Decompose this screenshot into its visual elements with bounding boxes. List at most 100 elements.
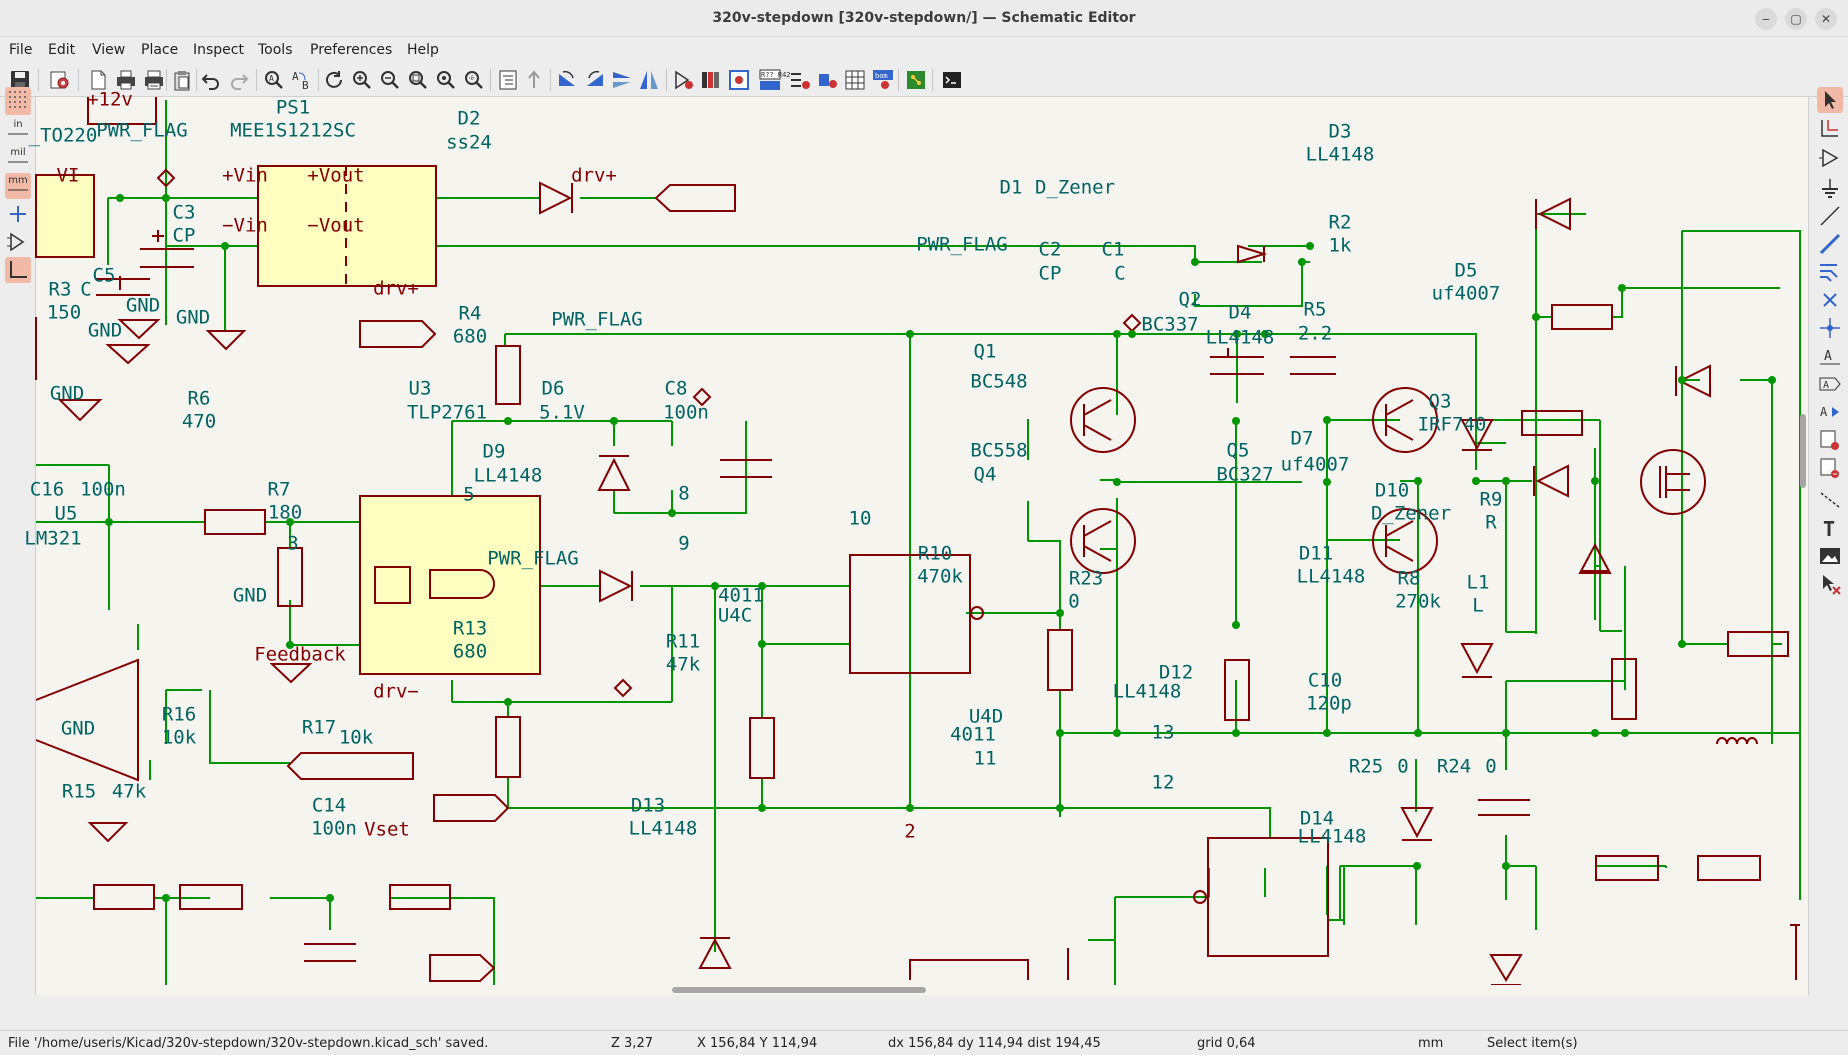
- schematic-label[interactable]: 13: [1152, 722, 1175, 744]
- schematic-label[interactable]: GND: [233, 585, 267, 607]
- schematic-label[interactable]: PWR_FLAG: [551, 309, 643, 331]
- schematic-label[interactable]: 680: [453, 326, 487, 348]
- schematic-label[interactable]: R: [1485, 512, 1497, 534]
- rotate-ccw-icon[interactable]: [555, 68, 579, 92]
- delete-tool-icon[interactable]: [1817, 571, 1843, 597]
- schematic-label[interactable]: R25: [1349, 756, 1383, 778]
- schematic-label[interactable]: LL4148: [474, 465, 543, 487]
- schematic-label[interactable]: drv+: [373, 278, 419, 300]
- schematic-label[interactable]: LL4148: [1297, 566, 1366, 588]
- schematic-label[interactable]: C1: [1102, 239, 1125, 261]
- schematic-label[interactable]: drv−: [373, 681, 419, 703]
- schematic-label[interactable]: R6: [188, 388, 211, 410]
- schematic-label[interactable]: −Vout: [307, 215, 364, 237]
- schematic-label[interactable]: D_Zener: [1035, 177, 1115, 199]
- schematic-label[interactable]: drv+: [571, 165, 617, 187]
- minimize-button[interactable]: ‒: [1755, 8, 1777, 30]
- schematic-label[interactable]: D12: [1159, 662, 1193, 684]
- schematic-label[interactable]: +12v: [87, 89, 133, 111]
- schematic-label[interactable]: 120p: [1306, 693, 1352, 715]
- schematic-label[interactable]: D13: [631, 795, 665, 817]
- schematic-label[interactable]: GND: [50, 383, 84, 405]
- schematic-label[interactable]: 5.1V: [539, 402, 585, 424]
- add-text-icon[interactable]: T: [1817, 515, 1843, 541]
- schematic-label[interactable]: 10k: [339, 727, 374, 749]
- horizontal-scrollbar[interactable]: [36, 985, 1808, 995]
- refresh-icon[interactable]: [322, 68, 346, 92]
- schematic-label[interactable]: +Vin: [222, 165, 268, 187]
- schematic-label[interactable]: LL4148: [629, 818, 698, 840]
- schematic-label[interactable]: R11: [666, 631, 700, 653]
- schematic-label[interactable]: 11: [974, 748, 997, 770]
- schematic-label[interactable]: 4011: [718, 585, 764, 607]
- schematic-label[interactable]: GND: [88, 320, 122, 342]
- schematic-label[interactable]: uf4007: [1281, 454, 1350, 476]
- schematic-label[interactable]: BC548: [970, 371, 1027, 393]
- schematic-label[interactable]: 0: [1485, 756, 1496, 778]
- hierarchy-icon[interactable]: [496, 68, 520, 92]
- schematic-label[interactable]: IRF740: [1418, 414, 1487, 436]
- schematic-label[interactable]: 150: [47, 302, 81, 324]
- no-connect-icon[interactable]: [1817, 287, 1843, 313]
- schematic-label[interactable]: R5: [1304, 299, 1327, 321]
- select-tool-icon[interactable]: [1817, 87, 1843, 113]
- schematic-label[interactable]: R24: [1437, 756, 1471, 778]
- schematic-label[interactable]: R4: [459, 303, 482, 325]
- highlight-net-icon[interactable]: [1817, 115, 1843, 141]
- schematic-label[interactable]: D2: [458, 108, 481, 130]
- schematic-label[interactable]: D9: [483, 441, 506, 463]
- schematic-label[interactable]: D7: [1291, 428, 1314, 450]
- schematic-label[interactable]: 0: [1068, 591, 1079, 613]
- schematic-label[interactable]: 4011: [950, 724, 996, 746]
- navigate-up-icon[interactable]: [522, 68, 546, 92]
- schematic-label[interactable]: U4D: [969, 706, 1003, 728]
- add-global-label-icon[interactable]: A: [1817, 371, 1843, 397]
- horizontal-scroll-thumb[interactable]: [672, 987, 926, 993]
- save-icon[interactable]: [8, 68, 32, 92]
- schematic-label[interactable]: LL4148: [1113, 681, 1182, 703]
- schematic-label[interactable]: LM321: [24, 528, 81, 550]
- paste-icon[interactable]: [170, 68, 194, 92]
- schematic-label[interactable]: D3: [1329, 121, 1352, 143]
- add-image-icon[interactable]: [1817, 543, 1843, 569]
- schematic-label[interactable]: 9: [678, 533, 689, 555]
- schematic-label[interactable]: 470k: [917, 566, 963, 588]
- zoom-in-icon[interactable]: [350, 68, 374, 92]
- zoom-selection-icon[interactable]: [462, 68, 486, 92]
- schematic-label[interactable]: 8: [678, 483, 689, 505]
- add-label-icon[interactable]: A: [1817, 343, 1843, 369]
- zoom-objects-icon[interactable]: [434, 68, 458, 92]
- import-sheet-pin-icon[interactable]: [1817, 455, 1843, 481]
- cursor-shape-icon[interactable]: [5, 201, 31, 227]
- grid-toggle-icon[interactable]: [5, 87, 31, 115]
- rotate-cw-icon[interactable]: [583, 68, 607, 92]
- hidden-pins-icon[interactable]: [5, 229, 31, 255]
- schematic-label[interactable]: C14: [312, 795, 346, 817]
- schematic-label[interactable]: C10: [1308, 670, 1342, 692]
- schematic-label[interactable]: R2: [1329, 212, 1352, 234]
- schematic-label[interactable]: GND: [61, 718, 95, 740]
- schematic-label[interactable]: C2: [1039, 239, 1062, 261]
- schematic-label[interactable]: L: [1472, 595, 1483, 617]
- schematic-label[interactable]: C16: [30, 479, 64, 501]
- schematic-label[interactable]: +Vout: [307, 165, 364, 187]
- schematic-drawing[interactable]: +12vPWR_FLAGPS1MEE1S1212SCD2ss24drv+_TO2…: [24, 89, 1808, 995]
- menu-inspect[interactable]: Inspect: [193, 42, 244, 58]
- schematic-label[interactable]: R9: [1480, 489, 1503, 511]
- schematic-label[interactable]: GND: [126, 295, 160, 317]
- add-bus-icon[interactable]: [1817, 231, 1843, 257]
- schematic-label[interactable]: uf4007: [1432, 283, 1501, 305]
- schematic-label[interactable]: C8: [665, 378, 688, 400]
- schematic-label[interactable]: CP: [173, 225, 196, 247]
- bom-icon[interactable]: bom: [871, 68, 895, 92]
- schematic-label[interactable]: D11: [1299, 543, 1333, 565]
- schematic-label[interactable]: Q5: [1227, 440, 1250, 462]
- schematic-label[interactable]: 12: [1152, 772, 1175, 794]
- schematic-label[interactable]: Q4: [974, 464, 997, 486]
- schematic-label[interactable]: D14: [1300, 808, 1334, 830]
- schematic-label[interactable]: R16: [162, 704, 196, 726]
- schematic-label[interactable]: R10: [918, 543, 952, 565]
- schematic-label[interactable]: R17: [302, 717, 336, 739]
